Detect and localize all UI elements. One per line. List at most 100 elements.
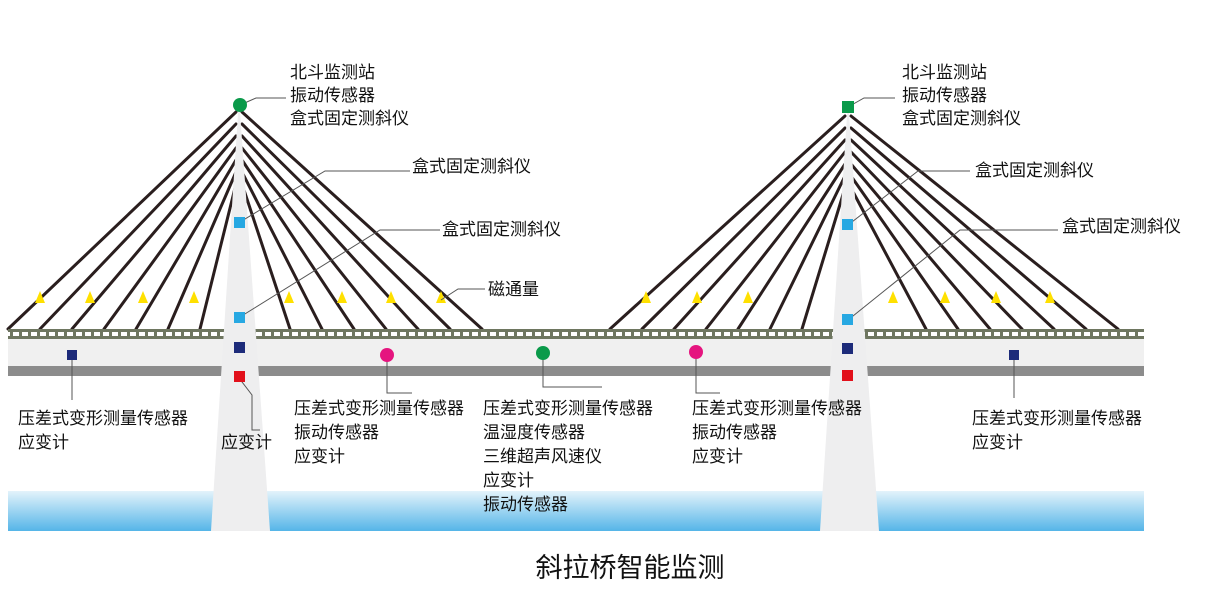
railing-post bbox=[892, 329, 895, 339]
right-mid2-label: 盒式固定测斜仪 bbox=[1062, 217, 1181, 237]
left-mid1-label: 盒式固定测斜仪 bbox=[412, 157, 531, 177]
magnetic-flux-triangle-icon bbox=[743, 291, 753, 303]
railing-post bbox=[46, 329, 49, 339]
railing-post bbox=[352, 329, 355, 339]
railing-post bbox=[442, 329, 445, 339]
railing-post bbox=[1027, 329, 1030, 339]
right-mid-line-3: 应变计 bbox=[692, 447, 743, 467]
stay-cable bbox=[768, 174, 847, 331]
right-mid1-label: 盒式固定测斜仪 bbox=[975, 161, 1094, 181]
railing-post bbox=[1117, 329, 1120, 339]
railing-post bbox=[406, 329, 409, 339]
railing-post bbox=[820, 329, 823, 339]
stay-cables bbox=[6, 110, 1120, 331]
magnetic-flux-triangle-icon bbox=[1045, 291, 1055, 303]
railing-post bbox=[1108, 329, 1111, 339]
railing-post bbox=[748, 329, 751, 339]
railing-post bbox=[280, 329, 283, 339]
railing-post bbox=[910, 329, 913, 339]
railing-post bbox=[64, 329, 67, 339]
stay-cable bbox=[640, 126, 847, 331]
left-mid-line-1: 压差式变形测量传感器 bbox=[294, 399, 464, 419]
left-top-line-3: 盒式固定测斜仪 bbox=[290, 109, 409, 129]
railing-post bbox=[721, 329, 724, 339]
railing-post bbox=[136, 329, 139, 339]
railing-post bbox=[82, 329, 85, 339]
railing-post bbox=[145, 329, 148, 339]
railing-post bbox=[397, 329, 400, 339]
strain-gauge-left-tower-icon bbox=[234, 371, 245, 382]
stay-cable bbox=[198, 182, 238, 331]
center-line-4: 应变计 bbox=[483, 471, 534, 491]
magnetic-flux-label: 磁通量 bbox=[488, 280, 539, 300]
far-left-deck-label: 压差式变形测量传感器 应变计 bbox=[18, 409, 193, 453]
railing-post bbox=[991, 329, 994, 339]
far-left-line-1: 压差式变形测量传感器 bbox=[18, 409, 188, 429]
stay-cable bbox=[240, 182, 292, 331]
railing-post bbox=[775, 329, 778, 339]
railing-post bbox=[37, 329, 40, 339]
right-top-line-3: 盒式固定测斜仪 bbox=[902, 109, 1021, 129]
railing-post bbox=[829, 329, 832, 339]
left-mid2-label: 盒式固定测斜仪 bbox=[442, 220, 561, 240]
railing-post bbox=[766, 329, 769, 339]
railing-post bbox=[1072, 329, 1075, 339]
railing-post bbox=[694, 329, 697, 339]
railing-post bbox=[451, 329, 454, 339]
railing-post bbox=[487, 329, 490, 339]
railing-post bbox=[190, 329, 193, 339]
railing-post bbox=[622, 329, 625, 339]
sensor-cluster-center-icon bbox=[536, 346, 550, 360]
railing-post bbox=[181, 329, 184, 339]
magnetic-flux-triangle-icon bbox=[35, 291, 45, 303]
right-mid-line-2: 振动传感器 bbox=[692, 423, 777, 443]
railing-post bbox=[1054, 329, 1057, 339]
railing-post bbox=[469, 329, 472, 339]
railing-post bbox=[559, 329, 562, 339]
railing-post bbox=[10, 329, 13, 339]
railing-post bbox=[784, 329, 787, 339]
center-line-2: 温湿度传感器 bbox=[483, 423, 585, 443]
center-line-3: 三维超声风速仪 bbox=[483, 447, 602, 467]
railing-post bbox=[568, 329, 571, 339]
railing-post bbox=[91, 329, 94, 339]
railing-post bbox=[388, 329, 391, 339]
stay-cable bbox=[240, 146, 388, 331]
railing-post bbox=[163, 329, 166, 339]
magnetic-flux-triangle-icon bbox=[337, 291, 347, 303]
stay-cable bbox=[672, 138, 847, 331]
far-right-line-1: 压差式变形测量传感器 bbox=[972, 409, 1142, 429]
railing-post bbox=[955, 329, 958, 339]
magnetic-flux-triangle-icon bbox=[284, 291, 294, 303]
center-line-5: 振动传感器 bbox=[483, 495, 568, 515]
right-top-line-2: 振动传感器 bbox=[902, 86, 987, 106]
left-top-line-2: 振动传感器 bbox=[290, 86, 375, 106]
stay-cable bbox=[849, 126, 1088, 331]
railing-post bbox=[802, 329, 805, 339]
railing-post bbox=[1009, 329, 1012, 339]
railing-post bbox=[712, 329, 715, 339]
deformation-sensor-far-left-icon bbox=[67, 350, 77, 360]
railing-post bbox=[1135, 329, 1138, 339]
railing-post bbox=[460, 329, 463, 339]
railing-post bbox=[757, 329, 760, 339]
left-tower-base-label: 应变计 bbox=[221, 433, 272, 453]
inclinometer-left-upper-icon bbox=[234, 217, 245, 228]
magnetic-flux-triangle-icon bbox=[940, 291, 950, 303]
railing-post bbox=[109, 329, 112, 339]
railing-post bbox=[1018, 329, 1021, 339]
magnetic-flux-triangle-icon bbox=[386, 291, 396, 303]
railing-post bbox=[937, 329, 940, 339]
inclinometer-left-lower-icon bbox=[234, 312, 245, 323]
far-left-line-2: 应变计 bbox=[18, 433, 69, 453]
magnetic-flux-triangle-icon bbox=[991, 291, 1001, 303]
stay-cable bbox=[102, 146, 238, 331]
magnetic-flux-triangle-icon bbox=[692, 291, 702, 303]
railing-post bbox=[586, 329, 589, 339]
railing-post bbox=[1045, 329, 1048, 339]
stay-cable bbox=[240, 122, 452, 331]
railing-post bbox=[334, 329, 337, 339]
vibration-sensor-left-mid-icon bbox=[380, 348, 394, 362]
railing-post bbox=[964, 329, 967, 339]
